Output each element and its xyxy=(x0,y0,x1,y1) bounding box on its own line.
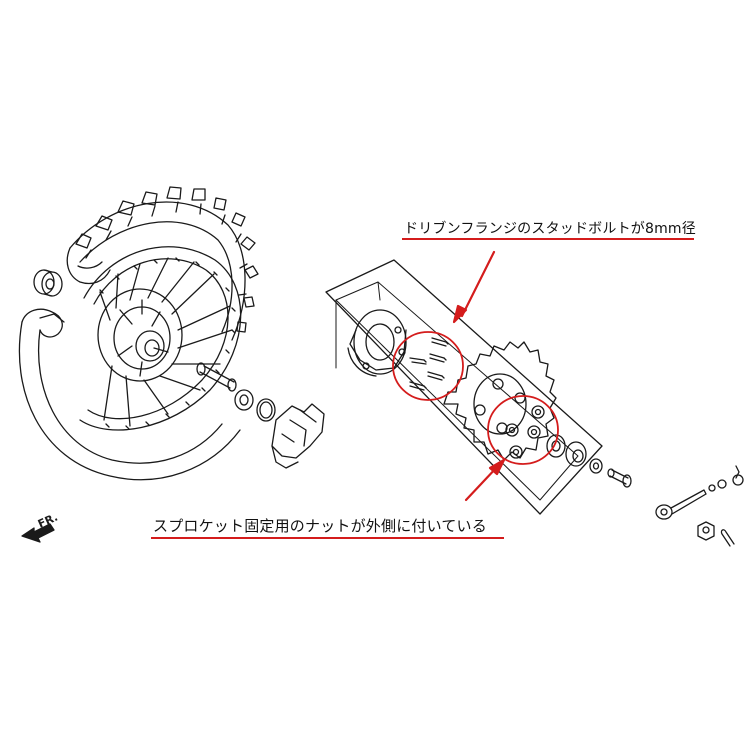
tire xyxy=(66,186,259,341)
highlight-circle-nuts xyxy=(487,395,559,465)
damper-rubber xyxy=(271,403,325,469)
annotation-underline-top xyxy=(402,238,694,240)
axle-collar-right xyxy=(607,468,632,488)
bearing-left xyxy=(33,269,63,297)
axle-collar xyxy=(196,362,276,422)
chain-adjuster xyxy=(655,465,744,520)
stud-bolts xyxy=(409,337,449,391)
axle-nut xyxy=(697,521,715,541)
annotation-underline-bottom xyxy=(151,537,504,539)
wheel-hub xyxy=(97,257,233,427)
bearing-right xyxy=(546,434,603,474)
rim xyxy=(79,246,242,431)
front-direction-arrow xyxy=(21,523,55,543)
arrow-to-nuts xyxy=(464,458,506,502)
highlight-circle-stud-bolts xyxy=(392,331,464,401)
sprocket-nuts xyxy=(505,405,545,459)
annotation-stud-bolt-size: ドリブンフランジのスタッドボルトが8mm径 xyxy=(404,221,696,237)
sprocket xyxy=(443,341,557,461)
cotter-pin xyxy=(720,529,735,547)
arrow-to-stud-bolts xyxy=(452,250,496,324)
driven-flange xyxy=(347,309,407,377)
annotation-sprocket-nut-position: スプロケット固定用のナットが外側に付いている xyxy=(153,517,487,535)
fr-label: FR. xyxy=(36,511,60,531)
rim-band xyxy=(18,308,241,481)
exploded-panel-outline xyxy=(325,259,603,515)
